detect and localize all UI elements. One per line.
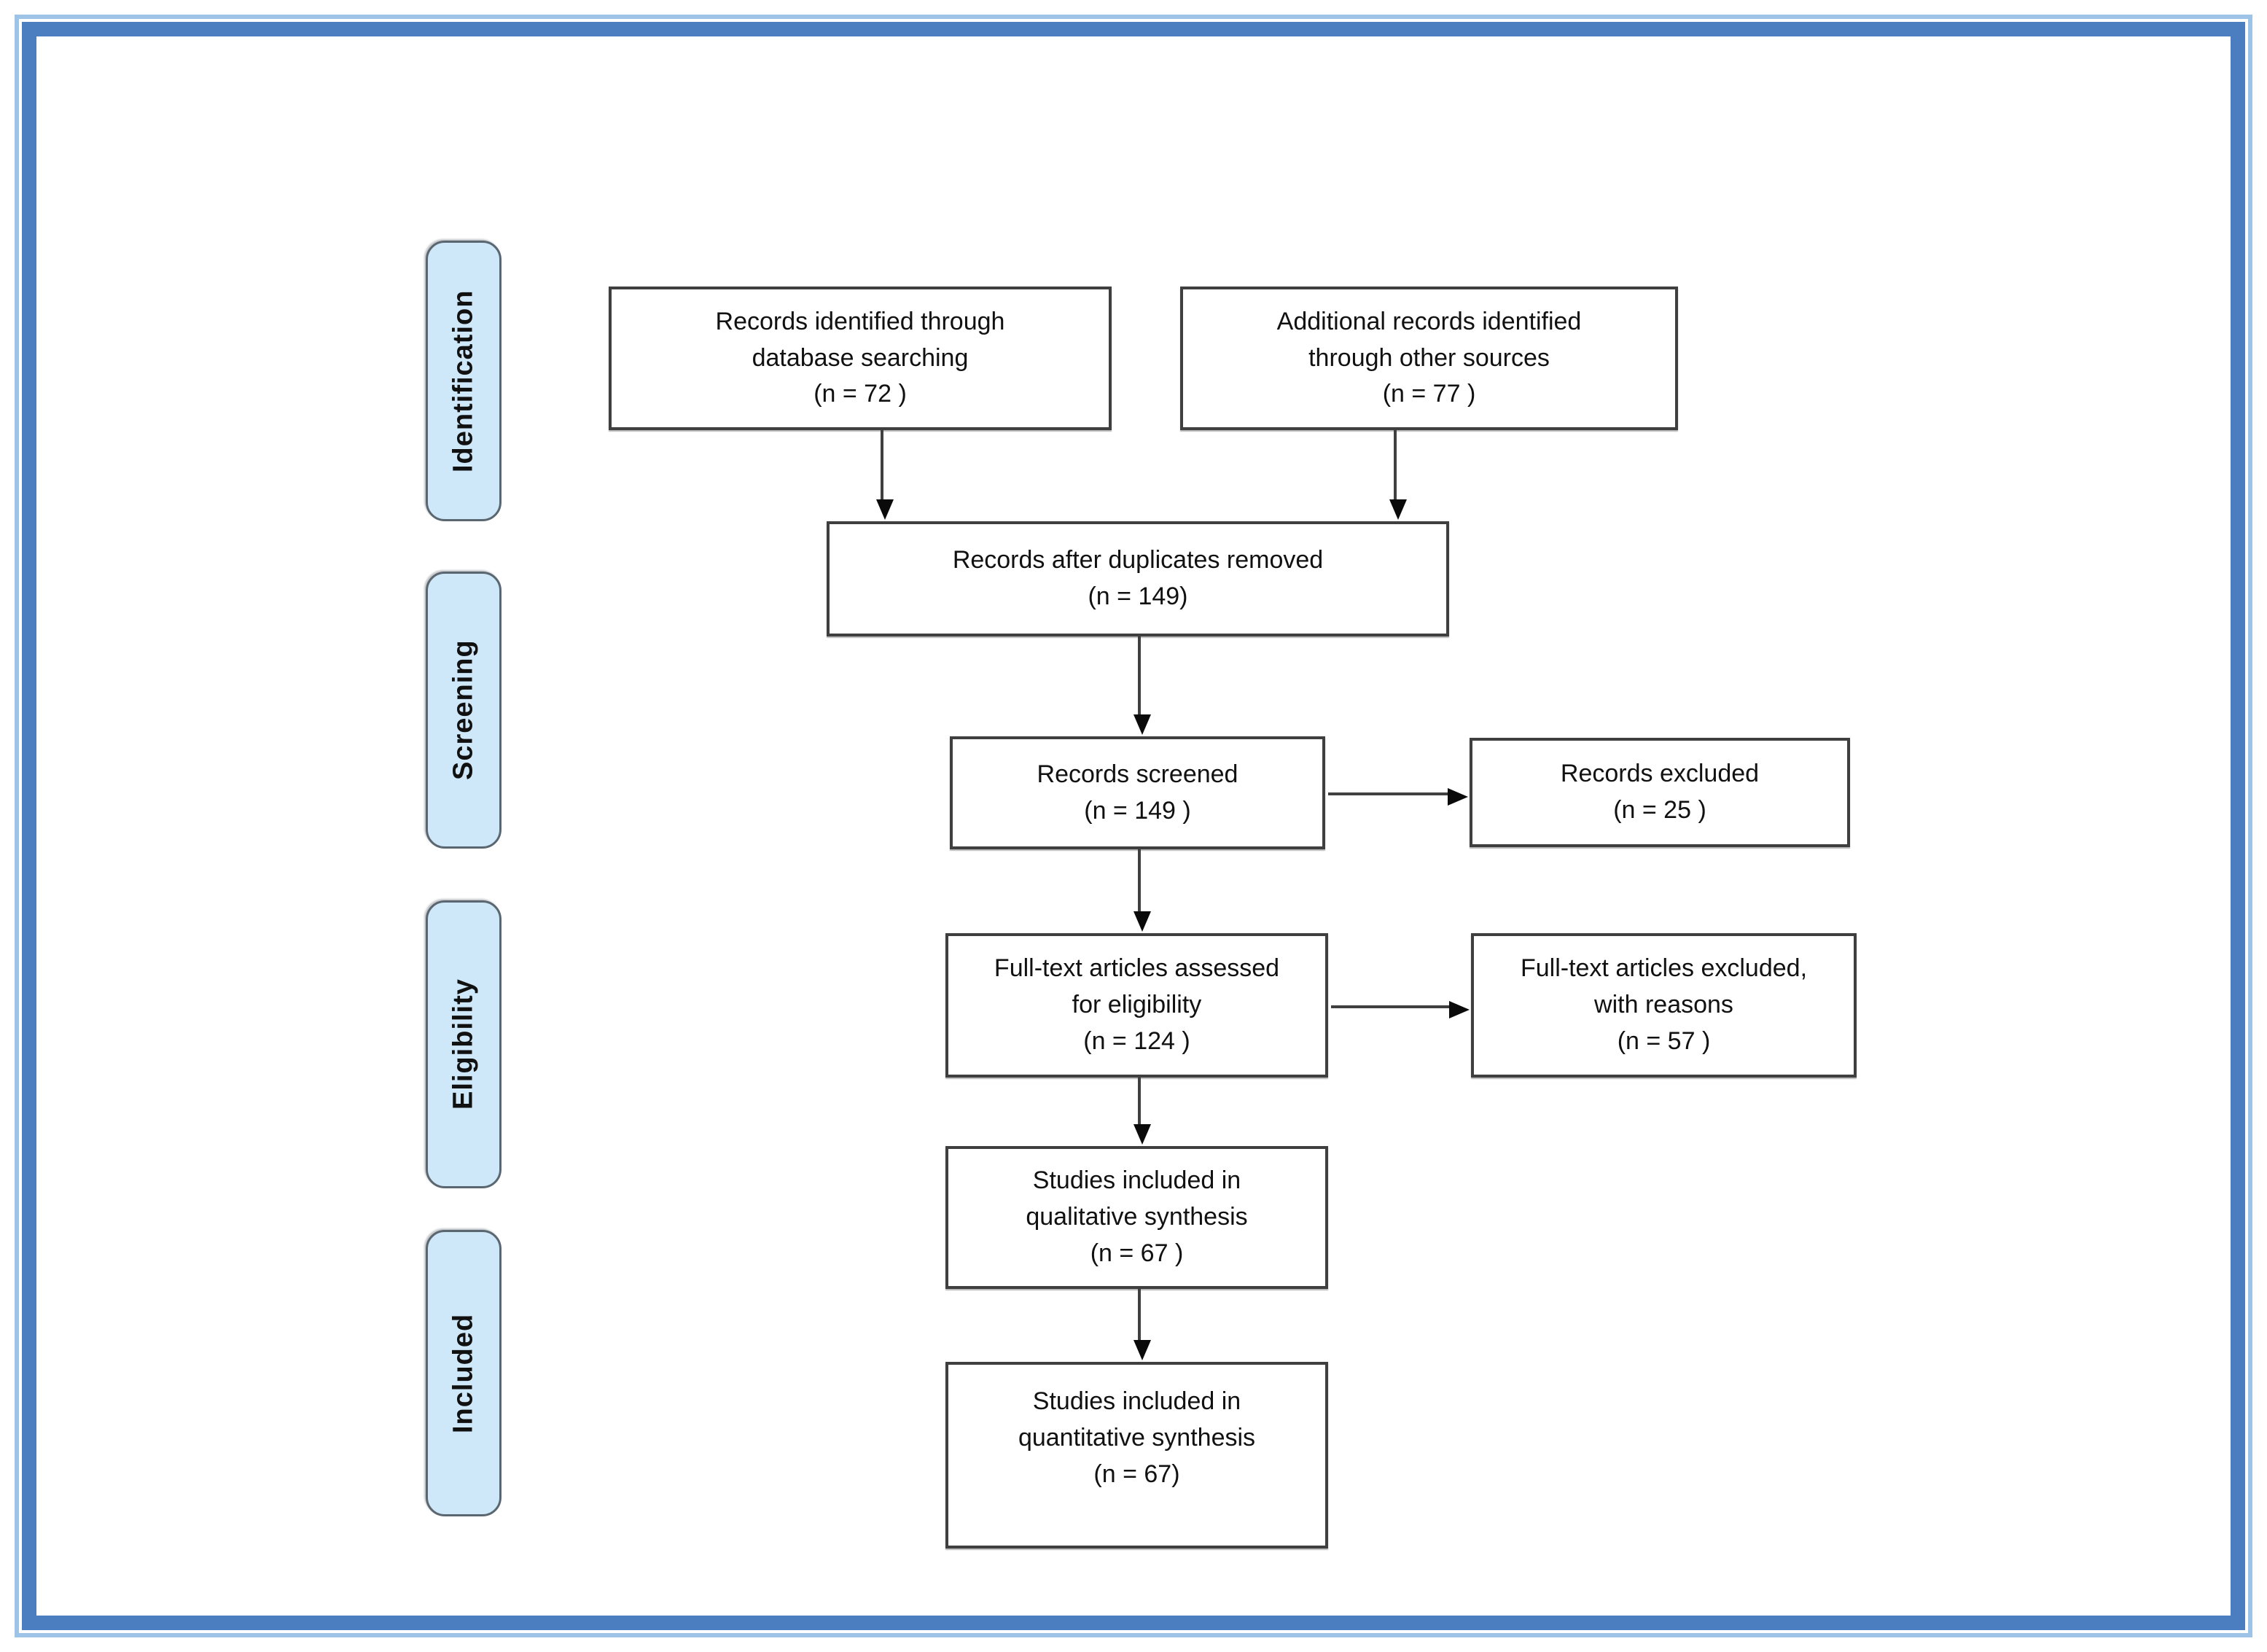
box-fulltext-articles-excluded: Full-text articles excluded, with reason…: [1471, 933, 1857, 1078]
stage-label-screening-text: Screening: [448, 639, 479, 781]
arrow-deduplicated-to-screened: [1134, 636, 1151, 735]
arrow-qualitative-to-quantitative: [1134, 1289, 1151, 1360]
box-additional-records: Additional records identified through ot…: [1180, 287, 1678, 430]
arrow-screened-to-fulltext-assessed: [1134, 849, 1151, 932]
stage-label-identification-text: Identification: [448, 289, 479, 472]
arrow-fulltext-assessed-to-qualitative: [1134, 1078, 1151, 1145]
stage-label-eligibility: Eligibility: [426, 900, 502, 1188]
box-records-screened: Records screened (n = 149 ): [950, 736, 1325, 849]
arrow-fulltext-assessed-to-fulltext-excluded: [1331, 1001, 1470, 1018]
box-records-excluded: Records excluded (n = 25 ): [1470, 738, 1850, 847]
arrow-identified-to-deduplicated: [876, 430, 894, 520]
stage-label-identification: Identification: [426, 241, 502, 521]
arrow-screened-to-excluded: [1328, 788, 1468, 806]
stage-label-included-text: Included: [448, 1313, 479, 1433]
stage-label-screening: Screening: [426, 572, 502, 849]
stage-label-included: Included: [426, 1230, 502, 1516]
box-studies-qualitative-synthesis: Studies included in qualitative synthesi…: [945, 1146, 1328, 1289]
box-fulltext-articles-assessed: Full-text articles assessed for eligibil…: [945, 933, 1328, 1078]
page-border-outer: [15, 15, 2252, 1637]
box-records-after-duplicates-removed: Records after duplicates removed (n = 14…: [827, 521, 1449, 636]
arrow-additional-to-deduplicated: [1389, 430, 1407, 520]
box-studies-quantitative-synthesis: Studies included in quantitative synthes…: [945, 1362, 1328, 1548]
box-records-identified: Records identified through database sear…: [609, 287, 1112, 430]
page-border-inner: [22, 22, 2245, 1630]
stage-label-eligibility-text: Eligibility: [448, 978, 479, 1110]
